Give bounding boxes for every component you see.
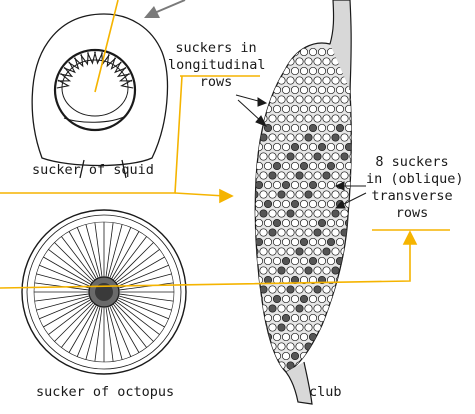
squid-sucker-drawing (32, 14, 167, 178)
gray-arrow (144, 0, 185, 18)
label-eight-line2: in (oblique) (366, 171, 458, 188)
caption-octopus: sucker of octopus (36, 384, 174, 401)
label-suckers-line1: suckers in (168, 40, 264, 57)
caption-squid: sucker of squid (32, 162, 154, 179)
label-eight-line4: rows (366, 205, 458, 222)
caption-club: club (309, 384, 342, 401)
label-suckers-line2: longitudinal (168, 57, 264, 74)
label-suckers-longitudinal: suckers in longitudinal rows (168, 40, 264, 91)
label-eight-line1: 8 suckers (366, 154, 458, 171)
label-eight-suckers: 8 suckers in (oblique) transverse rows (366, 154, 458, 222)
label-suckers-line3: rows (168, 74, 264, 91)
octopus-sucker-drawing (22, 210, 186, 374)
label-eight-line3: transverse (366, 188, 458, 205)
